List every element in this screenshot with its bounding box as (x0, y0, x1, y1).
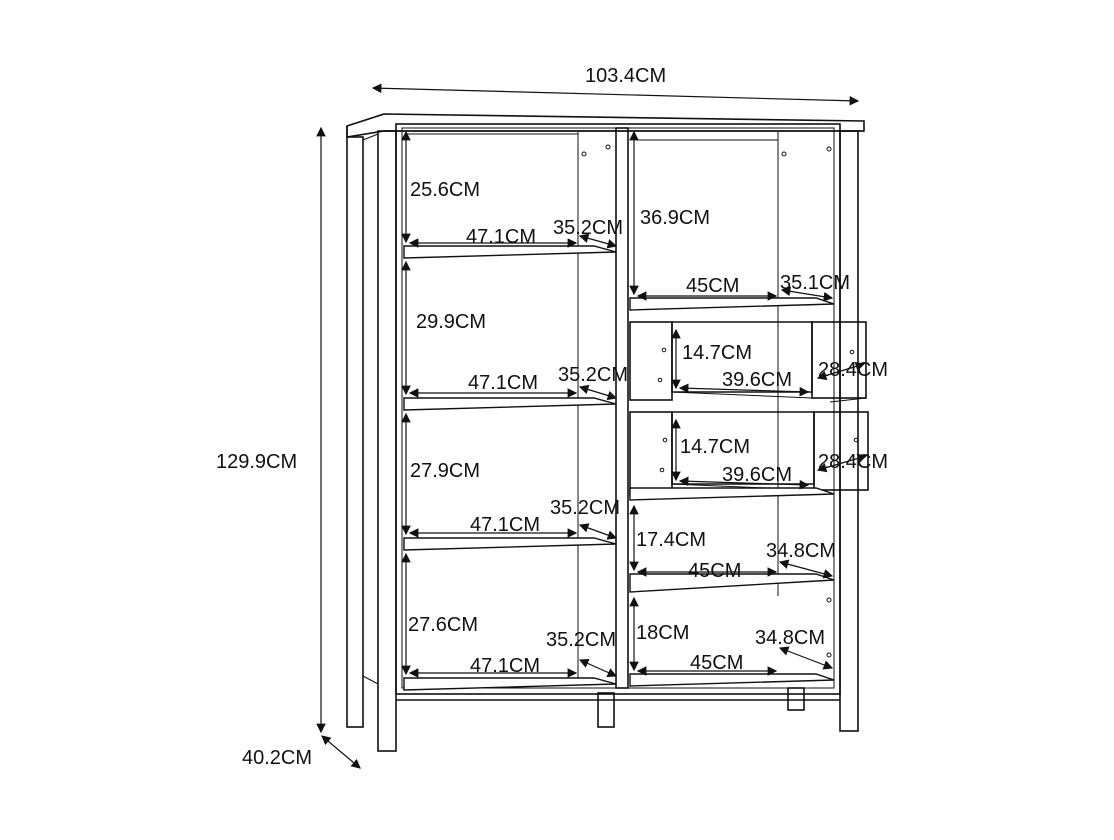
drawer2-d-label: 28.4CM (818, 451, 888, 473)
right-top-h-label: 36.9CM (640, 207, 710, 229)
left-d4-label: 35.2CM (546, 629, 616, 651)
overall-depth-label: 40.2CM (242, 747, 312, 769)
right-bot-w-label: 45CM (690, 652, 743, 674)
drawer2-w-label: 39.6CM (722, 464, 792, 486)
right-top-w-label: 45CM (686, 275, 739, 297)
overall-height-label: 129.9CM (216, 451, 297, 473)
right-mid-d-label: 34.8CM (766, 540, 836, 562)
right-mid-h-label: 17.4CM (636, 529, 706, 551)
left-w1-label: 47.1CM (466, 226, 536, 248)
overall-width-dimension-line (371, 83, 860, 106)
left-d3-label: 35.2CM (550, 497, 620, 519)
left-dimension-arrows (401, 130, 618, 678)
drawer1-d-label: 28.4CM (818, 359, 888, 381)
right-top-d-label: 35.1CM (780, 272, 850, 294)
right-dimension-arrows (629, 130, 868, 676)
right-bot-h-label: 18CM (636, 622, 689, 644)
drawer1-h-label: 14.7CM (682, 342, 752, 364)
left-h2-label: 29.9CM (416, 311, 486, 333)
left-d2-label: 35.2CM (558, 364, 628, 386)
drawer2-h-label: 14.7CM (680, 436, 750, 458)
left-h1-label: 25.6CM (410, 179, 480, 201)
cabinet-body (346, 113, 865, 752)
left-w4-label: 47.1CM (470, 655, 540, 677)
left-w3-label: 47.1CM (470, 514, 540, 536)
left-h4-label: 27.6CM (408, 614, 478, 636)
drawer1-w-label: 39.6CM (722, 369, 792, 391)
right-mid-w-label: 45CM (688, 560, 741, 582)
left-h3-label: 27.9CM (410, 460, 480, 482)
left-d1-label: 35.2CM (553, 217, 623, 239)
left-shelves (403, 245, 617, 691)
overall-depth-dimension-line (321, 735, 361, 769)
right-shelves (629, 297, 835, 687)
right-bot-d-label: 34.8CM (755, 627, 825, 649)
overall-width-label: 103.4CM (585, 65, 666, 87)
left-w2-label: 47.1CM (468, 372, 538, 394)
